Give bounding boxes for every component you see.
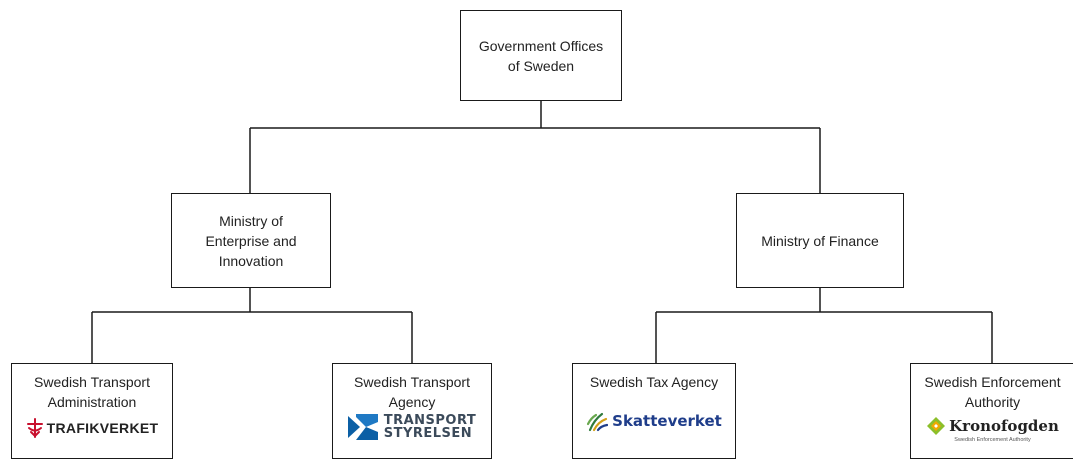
skatteverket-logo: Skatteverket	[586, 410, 722, 432]
node-label: Swedish Enforcement Authority	[924, 374, 1061, 410]
node-transport-administration: Swedish Transport Administration TRAFIKV…	[11, 363, 173, 459]
trafikverket-logo: TRAFIKVERKET	[26, 418, 159, 438]
node-label: Swedish Transport Agency	[354, 374, 470, 410]
node-label: Ministry of Finance	[761, 232, 879, 249]
kronofogden-emblem-icon	[927, 417, 946, 435]
skatteverket-logo-text: Skatteverket	[612, 412, 722, 430]
node-ministry-finance: Ministry of Finance	[736, 193, 904, 288]
node-label: Government Offices of Sweden	[478, 37, 604, 74]
kronofogden-logo: Kronofogden Swedish Enforcement Authorit…	[926, 416, 1059, 443]
transportstyrelsen-emblem-icon	[347, 414, 378, 440]
trafikverket-logo-text: TRAFIKVERKET	[46, 420, 159, 436]
skatteverket-emblem-icon	[587, 412, 609, 432]
node-government-offices: Government Offices of Sweden	[460, 10, 622, 101]
kronofogden-logo-text: Kronofogden	[949, 417, 1059, 435]
node-label: Ministry of Enterprise and Innovation	[205, 212, 297, 269]
node-tax-agency: Swedish Tax Agency Skatteverket	[572, 363, 736, 459]
transportstyrelsen-line1: TRANSPORT	[383, 413, 477, 428]
node-label: Swedish Tax Agency	[589, 374, 719, 390]
kronofogden-logo-subtext: Swedish Enforcement Authority	[954, 437, 1031, 443]
transportstyrelsen-line2: STYRELSEN	[383, 426, 473, 441]
node-label: Swedish Transport Administration	[34, 374, 150, 410]
trafikverket-emblem-icon	[26, 418, 43, 438]
node-transport-agency: Swedish Transport Agency TRANSPORT STYRE…	[332, 363, 492, 459]
node-ministry-enterprise: Ministry of Enterprise and Innovation	[171, 193, 331, 288]
node-enforcement-authority: Swedish Enforcement Authority Kronofogde…	[910, 363, 1073, 459]
transportstyrelsen-logo: TRANSPORT STYRELSEN	[347, 413, 477, 441]
